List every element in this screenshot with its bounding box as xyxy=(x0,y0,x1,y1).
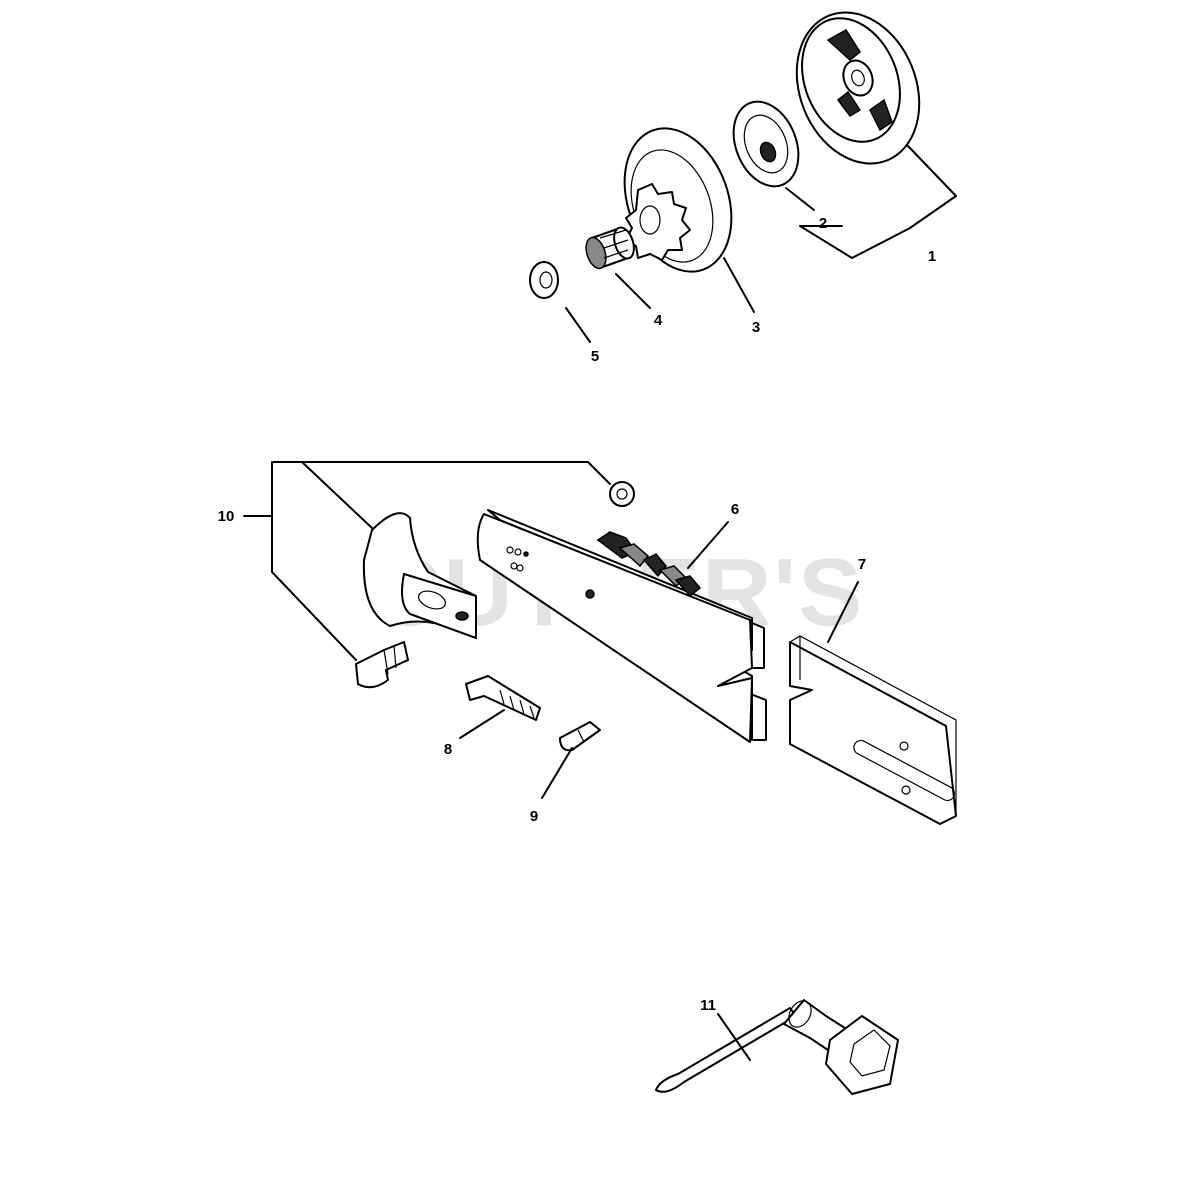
hex-bolt xyxy=(355,641,409,689)
spark-plug-wrench xyxy=(655,999,899,1095)
bar-plate xyxy=(789,635,957,825)
callout-2: 2 xyxy=(819,215,827,232)
leader-lines-middle xyxy=(243,461,859,799)
callout-11: 11 xyxy=(700,997,716,1014)
callout-10: 10 xyxy=(218,508,235,525)
leader-lines-top xyxy=(565,145,957,343)
callout-5: 5 xyxy=(591,348,599,365)
callout-1: 1 xyxy=(928,248,936,265)
sprocket-drum xyxy=(623,127,733,273)
callout-3: 3 xyxy=(752,319,760,336)
callout-7: 7 xyxy=(858,556,866,573)
callout-8: 8 xyxy=(444,741,452,758)
tension-pin xyxy=(559,721,601,752)
guide-bar xyxy=(476,509,767,743)
callout-6: 6 xyxy=(731,501,739,518)
callout-9: 9 xyxy=(530,808,538,825)
leader-line-11 xyxy=(717,1013,751,1061)
clutch-washer xyxy=(732,100,800,188)
clutch-assembly xyxy=(795,11,921,165)
callout-4: 4 xyxy=(654,312,663,329)
bar-cover-plate xyxy=(362,481,635,639)
adjusting-screw xyxy=(465,675,541,721)
needle-bearing xyxy=(585,226,635,270)
small-washer xyxy=(529,261,559,299)
saw-chain xyxy=(596,531,702,598)
